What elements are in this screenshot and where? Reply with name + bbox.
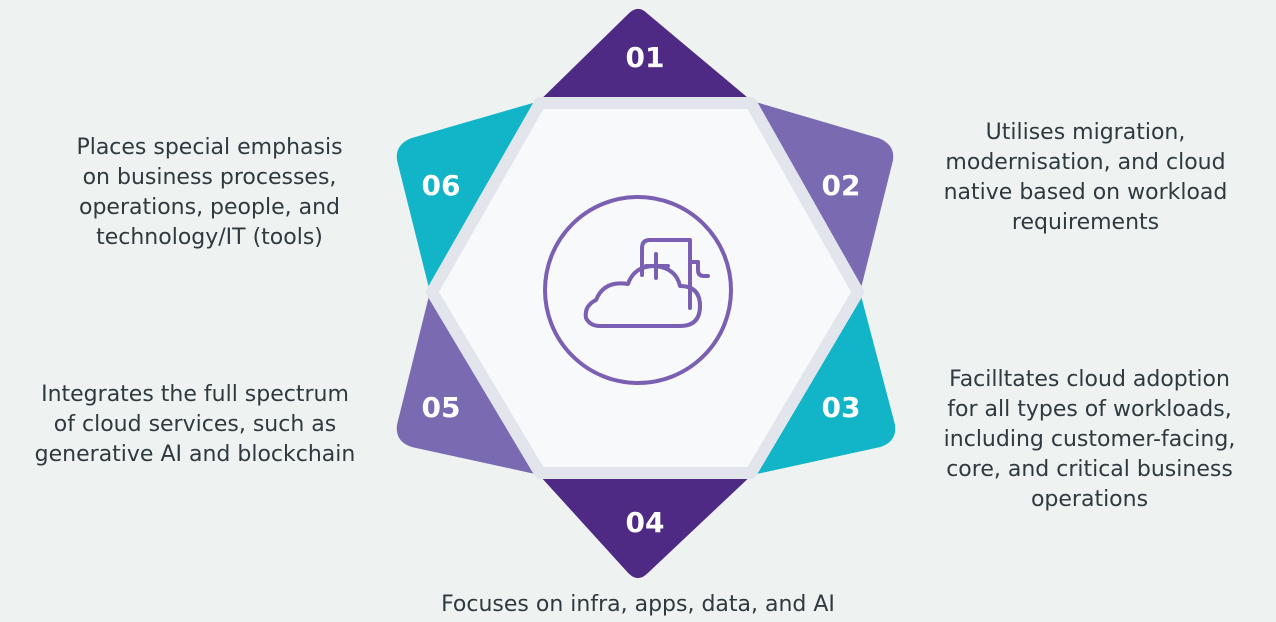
caption-03-line: Facilltates cloud adoption <box>949 367 1230 392</box>
caption-06-line: Places special emphasis <box>76 135 343 160</box>
caption-02-line: native based on workload <box>943 180 1228 205</box>
caption-02-line: requirements <box>1011 210 1160 235</box>
segment-01-triangle <box>538 9 753 105</box>
caption-05-line: Integrates the full spectrum <box>41 382 349 407</box>
caption-04: Focuses on infra, apps, data, and AI <box>363 590 913 620</box>
segment-06-triangle <box>396 101 542 294</box>
cloud-document-icon <box>583 238 710 328</box>
caption-03-line: operations <box>1030 487 1149 512</box>
segment-03-triangle <box>750 290 896 475</box>
caption-03-line: core, and critical business <box>946 457 1233 482</box>
segment-02-number: 02 <box>822 169 861 202</box>
caption-06-line: on business processes, <box>82 165 337 190</box>
caption-04-line: Focuses on infra, apps, data, and AI <box>441 592 835 617</box>
segment-02-triangle <box>750 101 894 294</box>
caption-06-line: operations, people, and <box>78 195 341 220</box>
caption-02-line: Utilises migration, <box>985 120 1186 145</box>
segment-05-number: 05 <box>422 391 461 424</box>
caption-05-line: generative AI and blockchain <box>34 442 356 467</box>
segment-05-triangle <box>396 290 542 475</box>
center-hexagon <box>426 97 864 479</box>
caption-03-line: including customer-facing, <box>943 427 1236 452</box>
caption-02: Utilises migration, modernisation, and c… <box>903 118 1268 238</box>
caption-02-line: modernisation, and cloud <box>945 150 1226 175</box>
segment-03-number: 03 <box>822 391 861 424</box>
center-circle <box>543 195 733 385</box>
caption-06-line: technology/IT (tools) <box>96 225 323 250</box>
caption-05: Integrates the full spectrum of cloud se… <box>0 380 390 470</box>
caption-03-line: for all types of workloads, <box>947 397 1232 422</box>
caption-03: Facilltates cloud adoption for all types… <box>903 365 1276 515</box>
caption-06: Places special emphasis on business proc… <box>12 133 407 253</box>
segment-01-number: 01 <box>626 41 665 74</box>
caption-05-line: of cloud services, such as <box>53 412 337 437</box>
segment-04-number: 04 <box>626 506 665 539</box>
segment-04-triangle <box>538 471 753 578</box>
segment-06-number: 06 <box>422 169 461 202</box>
